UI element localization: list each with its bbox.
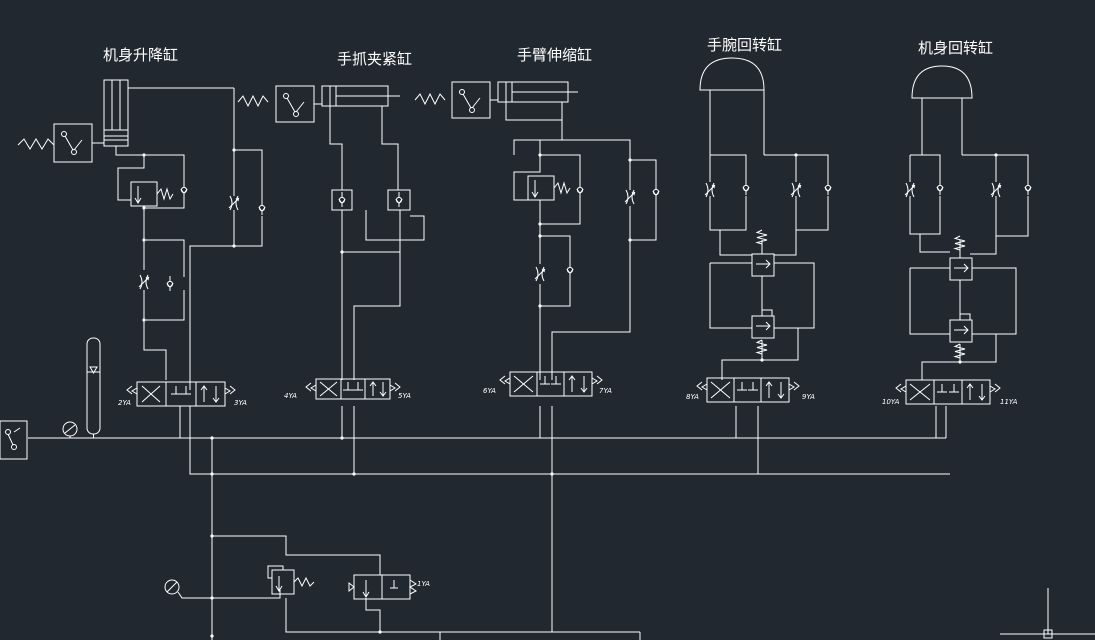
arm-extend-cylinder: [497, 81, 578, 121]
gripper-cylinder: [321, 85, 400, 190]
wrist-throttle-right: [790, 182, 802, 198]
wrist-throttle-left: [704, 182, 716, 198]
pump-motor-unit: [0, 420, 28, 460]
gripper-cylinder-title: 手抓夹紧缸: [337, 50, 412, 68]
lift-check-valve-lower: [166, 275, 174, 292]
solenoid-7ya-label: 7YA: [599, 387, 612, 395]
directional-valve-wrist: [696, 377, 800, 403]
body-throttle-left: [904, 182, 916, 198]
arm-throttle-valve-lower: [534, 266, 546, 282]
arm-circuit-lines: [513, 120, 657, 474]
directional-valve-gripper: [305, 378, 401, 400]
lift-throttle-valve: [228, 195, 240, 211]
body-relief-valve-upper: [949, 235, 973, 281]
gripper-circuit-lines: [340, 210, 425, 476]
solenoid-2ya-label: 2YA: [118, 399, 131, 407]
wrist-check-right: [824, 179, 832, 196]
lift-throttle-valve-lower: [138, 274, 150, 290]
ucs-icon: [1000, 588, 1095, 639]
solenoid-5ya-label: 5YA: [398, 392, 411, 400]
lift-position-switch: [17, 123, 104, 163]
directional-valve-body-rotary: [895, 379, 1001, 405]
arm-position-switch: [414, 81, 498, 119]
arm-extend-cylinder-title: 手臂伸缩缸: [517, 46, 592, 64]
directional-valve-arm: [499, 371, 603, 397]
unloading-valve-1ya: [348, 574, 417, 600]
arm-check-valve-upper: [576, 181, 584, 198]
gripper-check-valve-right: [387, 189, 411, 211]
solenoid-6ya-label: 6YA: [483, 387, 496, 395]
wrist-relief-valve-lower: [751, 309, 775, 355]
arm-check-valve-right: [652, 183, 660, 200]
body-throttle-right: [990, 182, 1002, 198]
main-pressure-line: [28, 436, 950, 640]
lift-cylinder: [103, 79, 234, 156]
directional-valve-lift: [126, 381, 236, 407]
lift-circuit-lines: [117, 88, 263, 438]
lift-check-valve-upper: [180, 181, 188, 198]
accumulator: [86, 337, 101, 438]
body-relief-valve-lower: [949, 313, 973, 359]
system-relief-valve: [267, 565, 315, 595]
solenoid-11ya-label: 11YA: [1000, 398, 1018, 406]
lift-counterbalance-valve: [130, 181, 174, 207]
solenoid-3ya-label: 3YA: [234, 399, 247, 407]
wrist-rotary-actuator: [699, 57, 765, 155]
gripper-position-switch: [237, 85, 322, 123]
arm-throttle-valve: [624, 189, 636, 205]
body-rotary-actuator: [911, 65, 973, 155]
wrist-check-left: [742, 179, 750, 196]
solenoid-10ya-label: 10YA: [882, 398, 900, 406]
wrist-circuit-lines: [709, 153, 829, 474]
lift-cylinder-title: 机身升降缸: [103, 46, 178, 64]
body-rotary-cylinder-title: 机身回转缸: [918, 39, 993, 57]
pressure-gauge: [62, 421, 78, 438]
lift-check-valve-right: [258, 199, 266, 216]
solenoid-9ya-label: 9YA: [802, 393, 815, 401]
solenoid-8ya-label: 8YA: [686, 393, 699, 401]
body-check-left: [936, 179, 944, 196]
solenoid-1ya-label: 1YA: [417, 580, 430, 588]
wrist-rotary-cylinder-title: 手腕回转缸: [707, 36, 782, 54]
bottom-pressure-gauge: [164, 579, 212, 599]
arm-counterbalance-valve: [527, 175, 571, 201]
body-rotary-circuit-lines: [909, 153, 1029, 438]
arm-check-valve-lower: [566, 261, 574, 278]
wrist-relief-valve-upper: [751, 229, 775, 277]
gripper-check-valve-left: [331, 189, 353, 211]
body-check-right: [1024, 179, 1032, 196]
solenoid-4ya-label: 4YA: [284, 392, 297, 400]
